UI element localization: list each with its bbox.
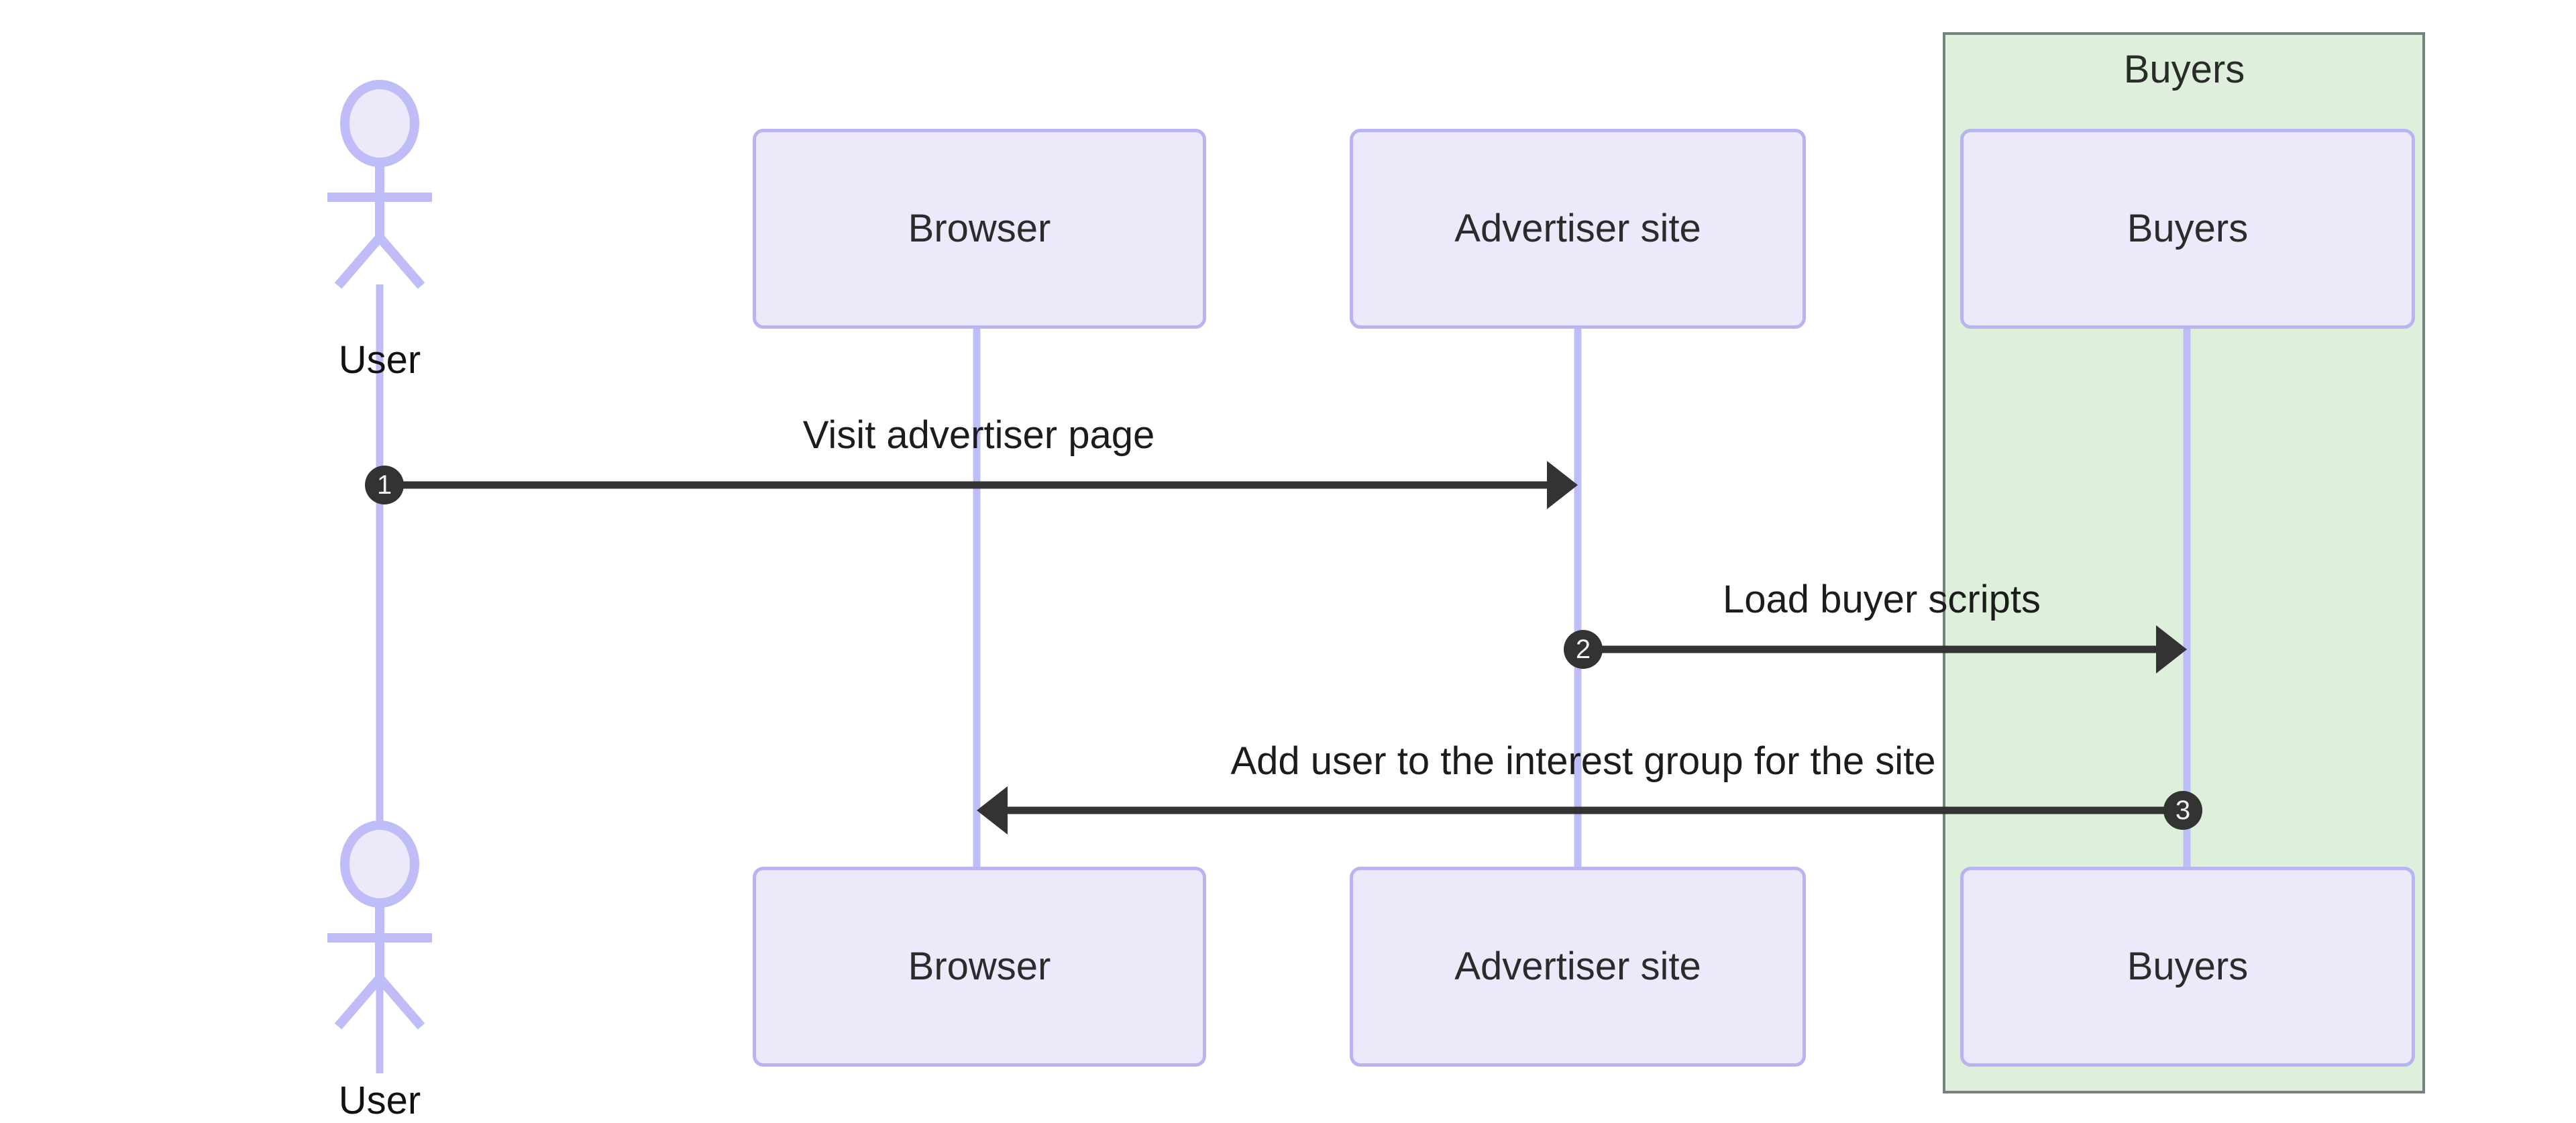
participant-box-advertiser-site-top[interactable]: Advertiser site [1350, 129, 1806, 329]
participant-box-buyers-top[interactable]: Buyers [1960, 129, 2415, 329]
actor-label-user-bottom: User [338, 1079, 421, 1122]
participant-box-buyers-bottom[interactable]: Buyers [1960, 867, 2415, 1067]
message-label-2: Load buyer scripts [1723, 578, 2041, 621]
participant-label-advertiser-site-bottom: Advertiser site [1454, 945, 1701, 988]
lifeline-browser [973, 327, 981, 868]
participant-label-advertiser-site-top: Advertiser site [1454, 207, 1701, 250]
sequence-number-badge-3: 3 [2163, 791, 2202, 830]
message-label-3: Add user to the interest group for the s… [1230, 739, 1936, 783]
participant-label-buyers-bottom: Buyers [2127, 945, 2249, 988]
lifeline-advertiser-site [1574, 327, 1582, 868]
actor-stick-figure [327, 820, 432, 1030]
participant-label-browser-top: Browser [908, 207, 1051, 250]
sequence-number-badge-2: 2 [1564, 630, 1603, 669]
participant-label-buyers-top: Buyers [2127, 207, 2249, 250]
participant-box-browser-bottom[interactable]: Browser [753, 867, 1206, 1067]
group-title-buyers: Buyers [2123, 48, 2245, 91]
participant-box-browser-top[interactable]: Browser [753, 129, 1206, 329]
lifeline-buyers [2183, 327, 2191, 868]
participant-label-browser-bottom: Browser [908, 945, 1051, 988]
message-label-1: Visit advertiser page [802, 413, 1155, 457]
actor-stick-figure [327, 80, 432, 289]
lifeline-user [376, 284, 384, 1073]
actor-label-user-top: User [338, 338, 421, 382]
sequence-number-badge-1: 1 [365, 466, 404, 504]
participant-box-advertiser-site-bottom[interactable]: Advertiser site [1350, 867, 1806, 1067]
